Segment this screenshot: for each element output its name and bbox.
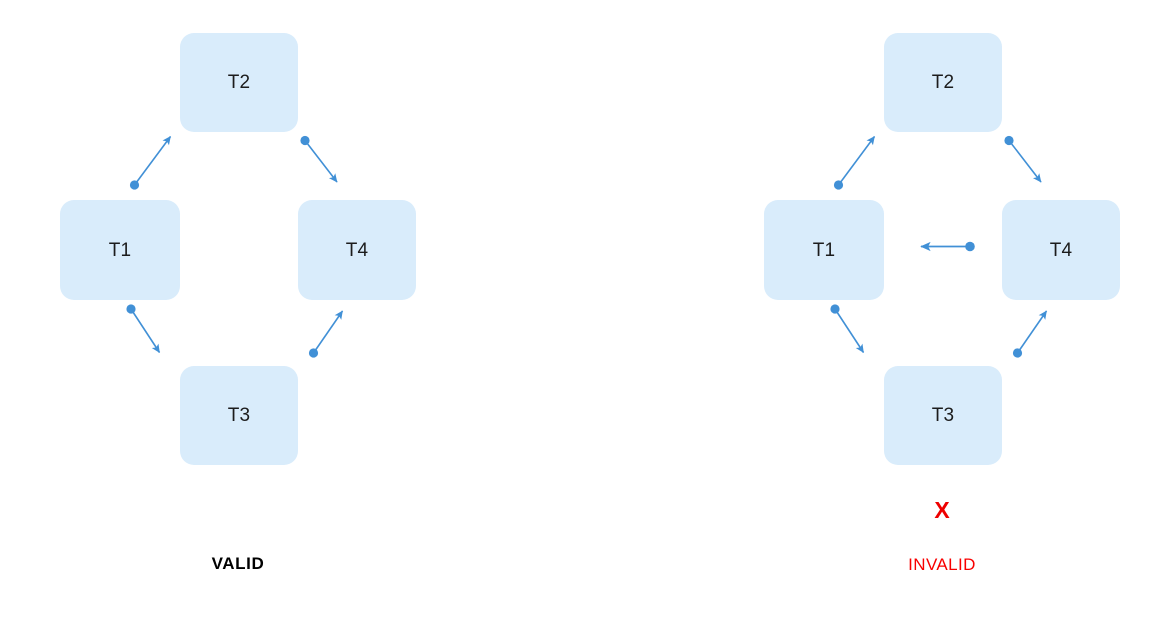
edge-source-dot: [1004, 135, 1014, 146]
node-t1[interactable]: T1: [764, 200, 884, 300]
edge-source-dot: [833, 180, 844, 190]
node-label: T1: [812, 239, 836, 261]
edge-t1-t2: [129, 136, 172, 190]
diagram-valid: T2 T1 T4 T3: [60, 33, 416, 465]
edge-t2-t4: [300, 135, 338, 183]
node-t2[interactable]: T2: [180, 33, 298, 132]
caption-valid: VALID: [211, 554, 265, 573]
node-label: T3: [931, 405, 955, 426]
node-label: T2: [227, 72, 251, 93]
edge-source-dot: [965, 241, 975, 252]
invalid-x-mark: X: [934, 497, 950, 523]
node-t3[interactable]: T3: [180, 366, 298, 465]
edge-source-dot: [300, 135, 310, 146]
diagram-invalid: T2 T1 T4 T3: [704, 0, 1172, 618]
node-t3[interactable]: T3: [884, 366, 1002, 465]
node-label: T4: [1049, 239, 1073, 261]
edge-source-dot: [830, 304, 840, 314]
node-label: T2: [931, 72, 955, 93]
node-label: T4: [345, 239, 369, 261]
node-t2[interactable]: T2: [884, 33, 1002, 132]
edge-t3-t4: [1012, 310, 1048, 358]
node-t1[interactable]: T1: [60, 200, 180, 300]
node-t4[interactable]: T4: [1002, 200, 1120, 300]
edge-t1-t2: [833, 136, 876, 190]
edge-source-dot: [126, 304, 136, 314]
edge-t1-t3: [830, 304, 865, 354]
edge-source-dot: [1012, 348, 1023, 358]
edge-source-dot: [308, 348, 319, 358]
edge-t1-t3: [126, 304, 161, 354]
node-label: T3: [227, 405, 251, 426]
node-t4[interactable]: T4: [298, 200, 416, 300]
edge-t2-t4: [1004, 135, 1042, 183]
node-label: T1: [108, 239, 132, 261]
edge-t3-t4: [308, 310, 344, 358]
edge-t4-t1: [920, 241, 975, 252]
caption-invalid: INVALID: [908, 555, 976, 574]
edge-source-dot: [129, 180, 140, 190]
